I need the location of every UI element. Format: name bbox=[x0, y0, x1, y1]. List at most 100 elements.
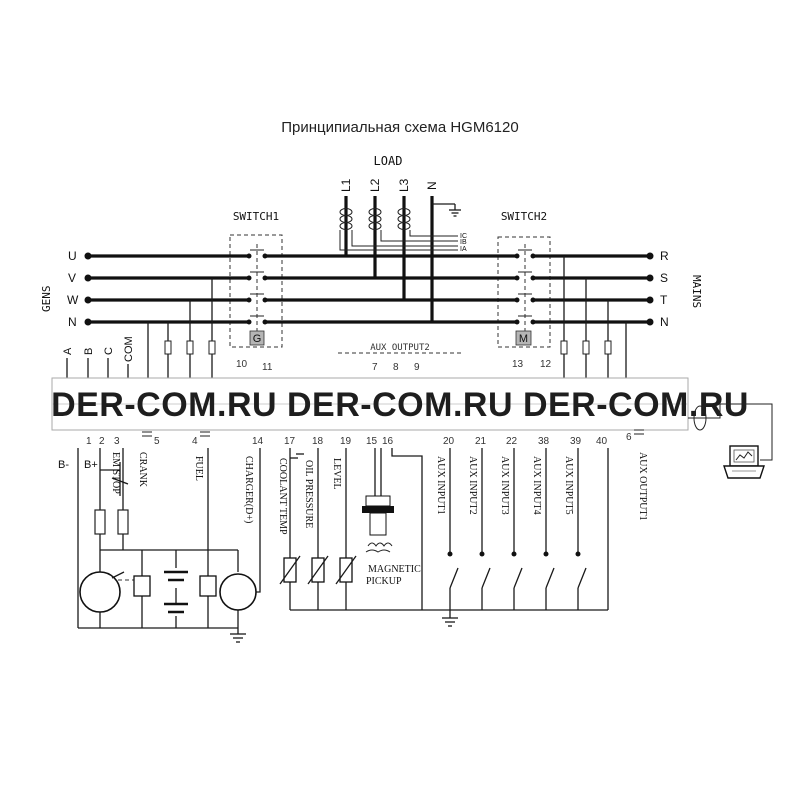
switch2-label: SWITCH2 bbox=[501, 210, 547, 223]
switch2-tag-box bbox=[515, 330, 532, 346]
motor-icon bbox=[79, 571, 121, 613]
terminal-22: 22 bbox=[506, 436, 518, 447]
fuse-icon bbox=[560, 340, 568, 355]
terminal-8: 8 bbox=[393, 362, 399, 373]
mains-phase-r: R bbox=[660, 249, 669, 263]
comm-label-a: A bbox=[62, 347, 74, 355]
terminal-4: 4 bbox=[192, 436, 198, 447]
terminal-15: 15 bbox=[366, 436, 378, 447]
diagram-title: Принципиальная схема HGM6120 bbox=[281, 119, 518, 136]
terminal-14: 14 bbox=[252, 436, 264, 447]
terminal-12: 12 bbox=[540, 359, 552, 370]
pickup-label-1: MAGNETIC bbox=[368, 564, 421, 575]
alternator-icon bbox=[219, 573, 257, 611]
switch-icon bbox=[543, 551, 555, 589]
supply-b-minus: B- bbox=[58, 459, 69, 471]
em-stop-label: EM STOP bbox=[110, 452, 121, 494]
switch1-tag-box bbox=[249, 330, 265, 346]
fuse-icon bbox=[94, 509, 106, 535]
pc-link bbox=[688, 403, 773, 461]
oil-pressure-label: OIL PRESSURE bbox=[303, 460, 314, 528]
sensor-icon bbox=[335, 555, 357, 585]
terminal-6: 6 bbox=[626, 432, 632, 443]
terminal-caps bbox=[142, 429, 644, 437]
terminal-18: 18 bbox=[312, 436, 324, 447]
mains-busbars bbox=[534, 252, 654, 326]
bottom-terminals: 1 2 3 5 4 14 17 18 19 15 16 20 21 22 38 … bbox=[86, 432, 632, 447]
terminal-1: 1 bbox=[86, 436, 92, 447]
terminal-13: 13 bbox=[512, 359, 524, 370]
current-transformers bbox=[339, 208, 458, 251]
ground-icon bbox=[449, 209, 461, 217]
comm-label-c: C bbox=[103, 347, 115, 355]
fuse-icon bbox=[208, 340, 216, 355]
terminal-9: 9 bbox=[414, 362, 420, 373]
comm-label-com: COM bbox=[123, 336, 135, 362]
mains-voltage-taps bbox=[560, 256, 627, 380]
fuse-icon bbox=[164, 340, 172, 355]
coolant-temp-label: COOLANT TEMP bbox=[277, 458, 288, 535]
ct-coil-icon bbox=[339, 208, 353, 230]
terminal-40: 40 bbox=[596, 436, 608, 447]
aux-output2-label: AUX OUTPUT2 bbox=[370, 343, 430, 353]
terminal-5: 5 bbox=[154, 436, 160, 447]
ct-label-ic: IC bbox=[460, 233, 467, 240]
engine-wiring bbox=[77, 448, 261, 634]
relay-coil-icon bbox=[133, 575, 151, 597]
gens-label: GENS bbox=[40, 286, 53, 313]
switch-icon bbox=[575, 551, 587, 589]
switch2-contacts bbox=[514, 244, 536, 332]
battery-icon bbox=[164, 570, 188, 614]
switch2-box bbox=[497, 236, 551, 348]
gens-phase-n: N bbox=[68, 315, 77, 329]
mains-phase-n: N bbox=[660, 315, 669, 329]
switch1-tag: G bbox=[253, 333, 262, 345]
gens-phase-v: V bbox=[68, 271, 76, 285]
crank-label: CRANK bbox=[137, 452, 148, 488]
supply-b-plus: B+ bbox=[84, 459, 98, 471]
aux-output1-label: AUX OUTPUT1 bbox=[637, 452, 648, 521]
load-busbars bbox=[266, 254, 516, 324]
terminal-10: 10 bbox=[236, 359, 248, 370]
sensor-icon bbox=[279, 555, 301, 585]
load-label: LOAD bbox=[374, 154, 403, 168]
ct-coil-icon bbox=[397, 208, 411, 230]
terminal-39: 39 bbox=[570, 436, 582, 447]
gens-voltage-taps bbox=[147, 278, 216, 380]
switch1-contacts bbox=[246, 244, 268, 332]
switch-icon bbox=[447, 551, 459, 589]
load-phase-l2: L2 bbox=[368, 178, 382, 192]
mains-phase-s: S bbox=[660, 271, 668, 285]
charger-label: CHARGER(D+) bbox=[243, 456, 254, 523]
aux-input1-label: AUX INPUT1 bbox=[435, 456, 446, 515]
sensor-icon bbox=[307, 555, 329, 585]
ct-label-ia: IA bbox=[460, 246, 467, 253]
magnetic-pickup-icon bbox=[362, 448, 423, 610]
switch-icon bbox=[479, 551, 491, 589]
aux-input4-label: AUX INPUT4 bbox=[531, 456, 542, 515]
relay-coil-icon bbox=[199, 575, 217, 597]
sensor-wiring bbox=[289, 448, 425, 611]
ct-label-ib: IB bbox=[460, 239, 467, 246]
terminal-2: 2 bbox=[99, 436, 105, 447]
watermark: DER-COM.RU DER-COM.RU DER-COM.RU bbox=[51, 386, 749, 424]
switch1-box bbox=[229, 234, 283, 348]
terminal-11: 11 bbox=[262, 362, 273, 373]
fuse-icon bbox=[582, 340, 590, 355]
terminal-7: 7 bbox=[372, 362, 378, 373]
terminal-3: 3 bbox=[114, 436, 120, 447]
fuse-icon bbox=[186, 340, 194, 355]
gens-phase-u: U bbox=[68, 249, 77, 263]
terminal-19: 19 bbox=[340, 436, 352, 447]
terminal-38: 38 bbox=[538, 436, 550, 447]
level-label: LEVEL bbox=[331, 458, 342, 490]
aux-input3-label: AUX INPUT3 bbox=[499, 456, 510, 515]
ground-icon bbox=[442, 617, 458, 627]
terminal-21: 21 bbox=[475, 436, 487, 447]
aux-input-wiring bbox=[425, 448, 609, 618]
mains-label: MAINS bbox=[690, 275, 703, 308]
gens-busbars bbox=[84, 252, 248, 326]
laptop-icon bbox=[723, 445, 765, 479]
fuse-icon bbox=[604, 340, 612, 355]
